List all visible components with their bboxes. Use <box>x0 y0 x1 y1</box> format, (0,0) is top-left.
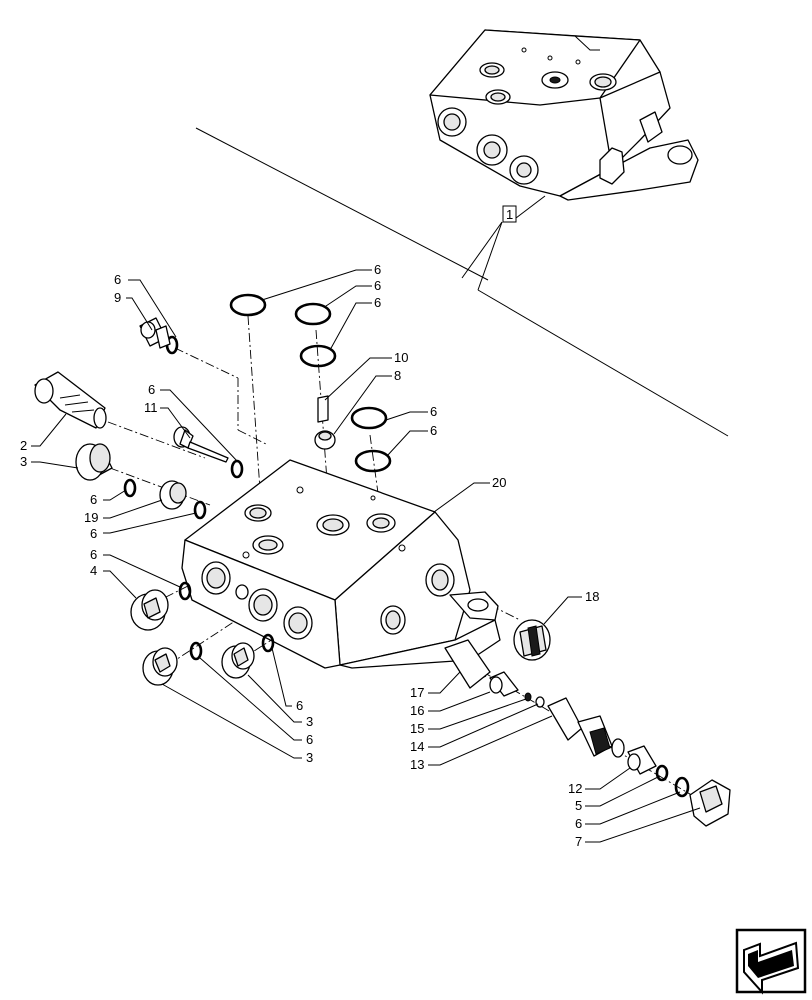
callout-label-7: 7 <box>575 834 582 849</box>
part-3-plug-lower-left <box>142 647 178 686</box>
part-15-ball <box>524 692 532 702</box>
callout-label-15: 15 <box>410 721 424 736</box>
callout-numbers: 6 9 6 6 6 10 8 6 6 6 11 2 3 6 19 6 20 6 … <box>20 262 599 849</box>
callout-label-17: 17 <box>410 685 424 700</box>
part-8-poppet <box>314 430 336 450</box>
part-16-spool <box>489 671 519 697</box>
part-13-valve-cartridge <box>547 697 625 758</box>
callout-label-3: 3 <box>306 750 313 765</box>
callout-label-18: 18 <box>585 589 599 604</box>
callout-label-5: 5 <box>575 798 582 813</box>
next-page-arrow-icon[interactable] <box>735 928 807 995</box>
callout-label-6: 6 <box>374 262 381 277</box>
callout-label-6: 6 <box>90 526 97 541</box>
part-17-spring <box>444 639 491 689</box>
callout-label-3: 3 <box>20 454 27 469</box>
callout-label-6: 6 <box>374 278 381 293</box>
part-2-relief-valve <box>34 371 107 429</box>
valve-assembly-overview <box>429 29 699 201</box>
callout-label-3: 3 <box>306 714 313 729</box>
part-7-plug <box>689 779 731 827</box>
callout-1: 1 <box>461 195 546 291</box>
callout-label-10: 10 <box>394 350 408 365</box>
callout-label-20: 20 <box>492 475 506 490</box>
callout-label-6: 6 <box>430 404 437 419</box>
o-rings <box>123 293 690 798</box>
part-19-plug <box>159 480 187 510</box>
callout-label-4: 4 <box>90 563 97 578</box>
callout-label-9: 9 <box>114 290 121 305</box>
part-11-pin <box>173 426 229 463</box>
callout-label-1: 1 <box>506 207 513 222</box>
callout-label-6: 6 <box>114 272 121 287</box>
callout-label-6: 6 <box>374 295 381 310</box>
part-9-plug <box>139 317 171 349</box>
callout-label-6: 6 <box>575 816 582 831</box>
callout-label-8: 8 <box>394 368 401 383</box>
callout-label-2: 2 <box>20 438 27 453</box>
callout-label-6: 6 <box>90 492 97 507</box>
callout-label-12: 12 <box>568 781 582 796</box>
part-14-washer <box>535 696 545 708</box>
part-4-plug <box>130 589 169 631</box>
part-3-plug-lower-middle <box>221 642 255 679</box>
callout-label-16: 16 <box>410 703 424 718</box>
part-10-spring <box>317 395 329 423</box>
callout-label-11: 11 <box>144 400 158 415</box>
callout-label-6: 6 <box>306 732 313 747</box>
reference-line <box>477 289 729 437</box>
reference-line <box>195 127 489 281</box>
callout-label-19: 19 <box>84 510 98 525</box>
callout-label-14: 14 <box>410 739 424 754</box>
part-18-cap <box>513 619 551 661</box>
callout-label-6: 6 <box>296 698 303 713</box>
leader-lines <box>31 269 701 843</box>
callout-label-6: 6 <box>148 382 155 397</box>
callout-label-6: 6 <box>430 423 437 438</box>
callout-label-6: 6 <box>90 547 97 562</box>
part-3-plug <box>75 443 113 481</box>
valve-body <box>181 459 501 669</box>
callout-label-13: 13 <box>410 757 424 772</box>
part-12-sleeve <box>627 745 657 775</box>
